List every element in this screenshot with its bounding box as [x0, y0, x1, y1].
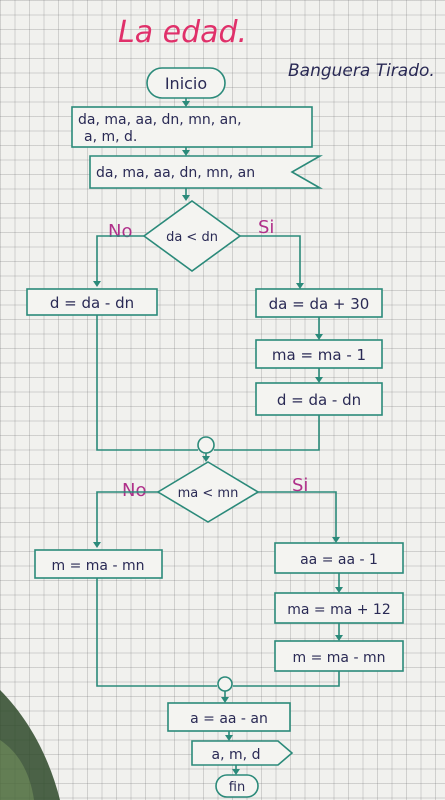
decision-da-less-dn	[142, 200, 242, 272]
m-calc-no-label: m = ma - mn	[52, 558, 145, 574]
m-calc-yes-box	[274, 640, 404, 672]
branch-no-label-2: No	[122, 480, 146, 501]
diagram-title: La edad.	[118, 15, 247, 50]
d-calc-no-box	[26, 288, 158, 316]
start-label: Inicio	[165, 74, 207, 93]
d-calc-yes-label: d = da - dn	[277, 391, 361, 409]
merge-connector-1	[197, 436, 215, 454]
ma-minus-label: ma = ma - 1	[272, 346, 366, 364]
da-plus-label: da = da + 30	[269, 295, 370, 313]
aa-minus-box	[274, 542, 404, 574]
read-data-label: da, ma, aa, dn, mn, an	[96, 165, 255, 181]
output-label: a, m, d	[212, 747, 261, 763]
leaf-decoration	[0, 690, 60, 800]
output-box	[191, 740, 294, 766]
branch-si-label-2: Si	[292, 475, 308, 496]
decision-ma-less-mn-label: ma < mn	[178, 486, 239, 501]
decision-da-less-dn-label: da < dn	[166, 230, 218, 245]
read-data-box	[89, 155, 324, 189]
input-variables-line2: a, m, d.	[84, 129, 137, 145]
aa-minus-label: aa = aa - 1	[300, 552, 378, 568]
merge-connector-2	[217, 676, 233, 692]
branch-no-label-1: No	[108, 221, 132, 242]
d-calc-no-label: d = da - dn	[50, 294, 134, 312]
author-name: Banguera Tirado.	[288, 61, 435, 81]
m-calc-yes-label: m = ma - mn	[293, 650, 386, 666]
input-variables-line1: da, ma, aa, dn, mn, an,	[78, 112, 242, 128]
input-variables-box	[71, 106, 313, 148]
a-calc-label: a = aa - an	[190, 711, 268, 727]
end-label: fin	[229, 780, 245, 795]
branch-si-label-1: Si	[258, 217, 274, 238]
m-calc-no-box	[34, 549, 163, 579]
decision-ma-less-mn	[156, 461, 260, 523]
ma-plus-box	[274, 592, 404, 624]
end-terminal	[215, 774, 259, 798]
ma-plus-label: ma = ma + 12	[287, 602, 391, 618]
